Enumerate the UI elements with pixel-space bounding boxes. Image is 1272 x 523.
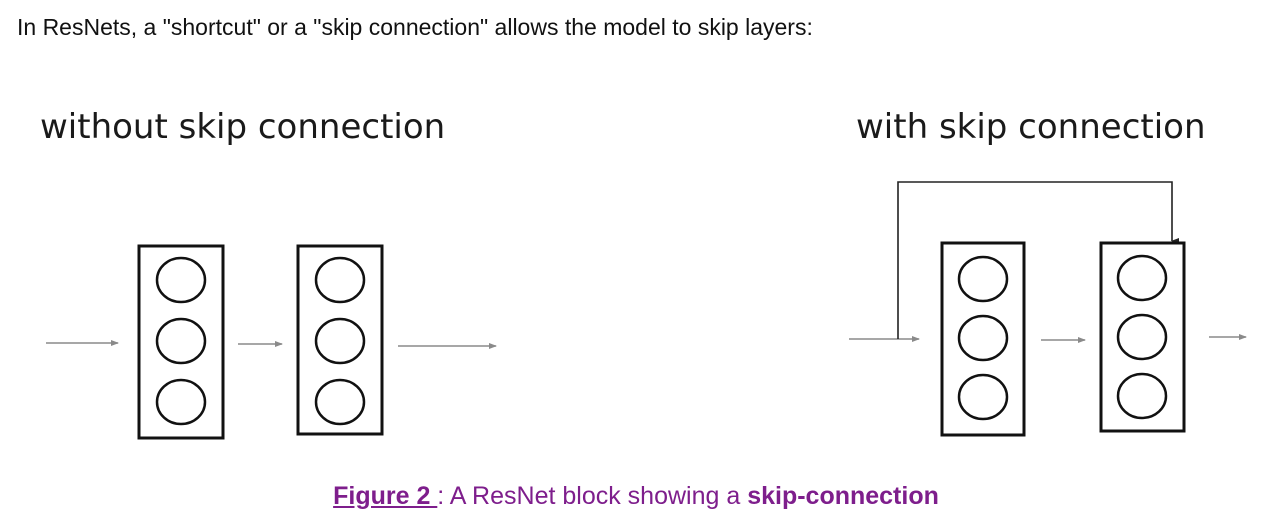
neuron-circle xyxy=(314,256,366,304)
neuron-circle xyxy=(957,255,1009,303)
caption-text: : A ResNet block showing a xyxy=(437,482,748,510)
caption-emphasis: skip-connection xyxy=(747,482,939,510)
neuron-circle xyxy=(155,378,207,426)
neuron-circle xyxy=(957,373,1009,421)
neuron-circle xyxy=(1116,254,1168,302)
intro-paragraph: In ResNets, a "shortcut" or a "skip conn… xyxy=(17,14,813,40)
right-layer-2 xyxy=(1099,241,1186,433)
neuron-circle xyxy=(314,317,366,365)
right-diagram-title: with skip connection xyxy=(856,107,1206,147)
neuron-circle xyxy=(957,314,1009,362)
left-diagram-title: without skip connection xyxy=(40,107,445,147)
neuron-circle xyxy=(155,317,207,365)
neuron-circle xyxy=(155,256,207,304)
neuron-circle xyxy=(1116,313,1168,361)
left-layer-2 xyxy=(296,244,384,436)
skip-connection-path xyxy=(897,181,1179,339)
right-layer-1 xyxy=(940,241,1026,437)
neuron-circle xyxy=(1116,372,1168,420)
figure-caption: Figure 2 : A ResNet block showing a skip… xyxy=(0,482,1272,511)
neuron-circle xyxy=(314,378,366,426)
figure-label-link[interactable]: Figure 2 xyxy=(333,482,438,510)
left-layer-1 xyxy=(137,244,225,440)
